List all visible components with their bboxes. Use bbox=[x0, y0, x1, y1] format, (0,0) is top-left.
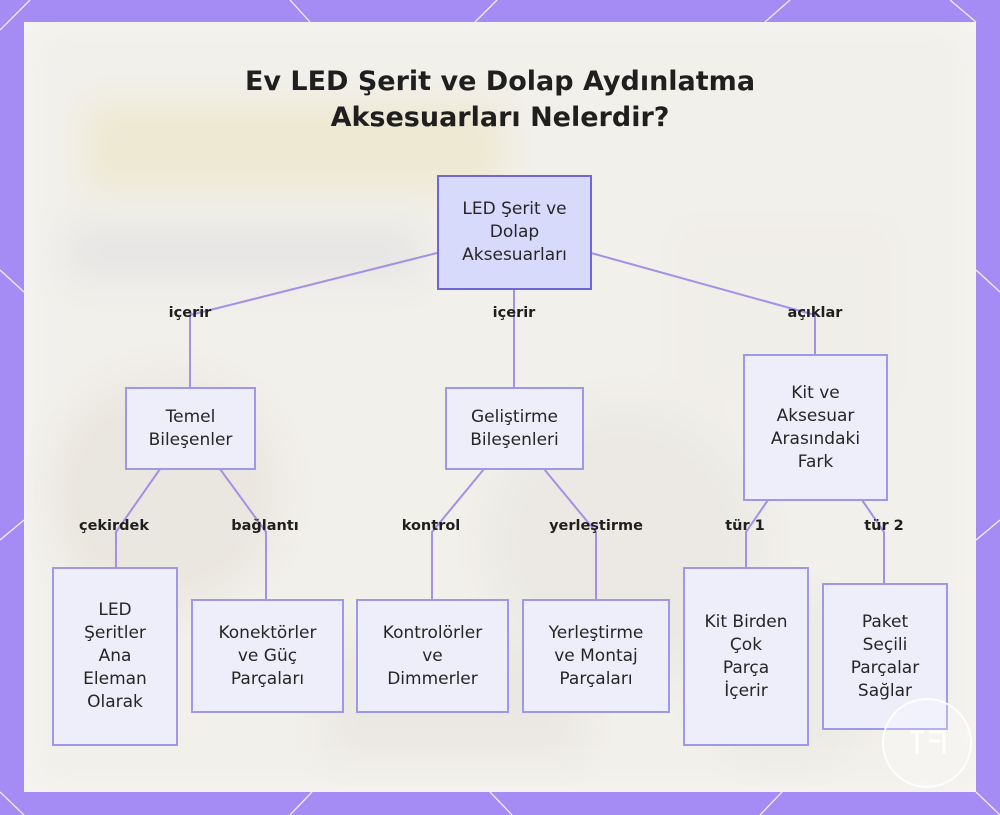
node-kontrolorler: Kontrolörler ve Dimmerler bbox=[356, 599, 509, 713]
edge-fark-paket bbox=[861, 499, 885, 584]
edge-label-gelistirme-kontrolor: kontrol bbox=[401, 518, 461, 534]
node-gelistirme-bilesenleri-label: Geliştirme Bileşenleri bbox=[470, 406, 559, 450]
title-line-1: Ev LED Şerit ve Dolap Aydınlatma bbox=[244, 66, 756, 97]
edge-root-fark bbox=[590, 252, 816, 355]
edge-gelistirme-kontrolor bbox=[431, 468, 485, 600]
edge-temel-led bbox=[115, 468, 161, 568]
node-paket-secili-label: Paket Seçili Parçalar Sağlar bbox=[850, 611, 920, 701]
node-kit-birden-cok-label: Kit Birden Çok Parça İçerir bbox=[704, 611, 788, 701]
title-line-2: Aksesuarları Nelerdir? bbox=[330, 102, 670, 133]
node-kit-birden-cok: Kit Birden Çok Parça İçerir bbox=[683, 567, 809, 746]
node-temel-bilesenler: Temel Bileşenler bbox=[125, 387, 256, 470]
node-kit-aksesuar-fark-label: Kit ve Aksesuar Arasındaki Fark bbox=[770, 382, 861, 472]
edge-root-temel bbox=[189, 252, 438, 388]
edge-fark-kit bbox=[745, 499, 769, 568]
edge-label-temel-led: çekirdek bbox=[78, 518, 150, 534]
edge-temel-konektor bbox=[219, 468, 267, 600]
node-yerlestirme-montaj: Yerleştirme ve Montaj Parçaları bbox=[522, 599, 670, 713]
node-kit-aksesuar-fark: Kit ve Aksesuar Arasındaki Fark bbox=[743, 354, 888, 501]
node-led-seritler-label: LED Şeritler Ana Eleman Olarak bbox=[83, 600, 147, 712]
node-kontrolorler-label: Kontrolörler ve Dimmerler bbox=[382, 622, 483, 689]
edge-label-fark-paket: tür 2 bbox=[864, 518, 904, 534]
edge-label-gelistirme-yerlestirme: yerleştirme bbox=[549, 518, 643, 534]
node-gelistirme-bilesenleri: Geliştirme Bileşenleri bbox=[445, 387, 584, 470]
edge-label-root-fark: açıklar bbox=[787, 305, 843, 321]
edge-label-temel-konektor: bağlantı bbox=[231, 518, 299, 534]
node-konektorler: Konektörler ve Güç Parçaları bbox=[191, 599, 344, 713]
watermark-logo bbox=[882, 698, 972, 788]
node-root: LED Şerit ve Dolap Aksesuarları bbox=[437, 175, 592, 290]
diagram-title: Ev LED Şerit ve Dolap Aydınlatma Aksesua… bbox=[24, 64, 976, 136]
edge-gelistirme-yerlestirme bbox=[543, 468, 597, 600]
logo-mark-icon bbox=[910, 730, 946, 754]
node-led-seritler: LED Şeritler Ana Eleman Olarak bbox=[52, 567, 178, 746]
edge-label-fark-kit: tür 1 bbox=[725, 518, 765, 534]
node-yerlestirme-montaj-label: Yerleştirme ve Montaj Parçaları bbox=[548, 622, 644, 689]
node-root-label: LED Şerit ve Dolap Aksesuarları bbox=[462, 199, 567, 265]
edge-label-root-temel: içerir bbox=[168, 305, 212, 321]
node-temel-bilesenler-label: Temel Bileşenler bbox=[148, 406, 233, 450]
edge-label-root-gelistirme: içerir bbox=[492, 305, 536, 321]
node-konektorler-label: Konektörler ve Güç Parçaları bbox=[218, 622, 317, 689]
